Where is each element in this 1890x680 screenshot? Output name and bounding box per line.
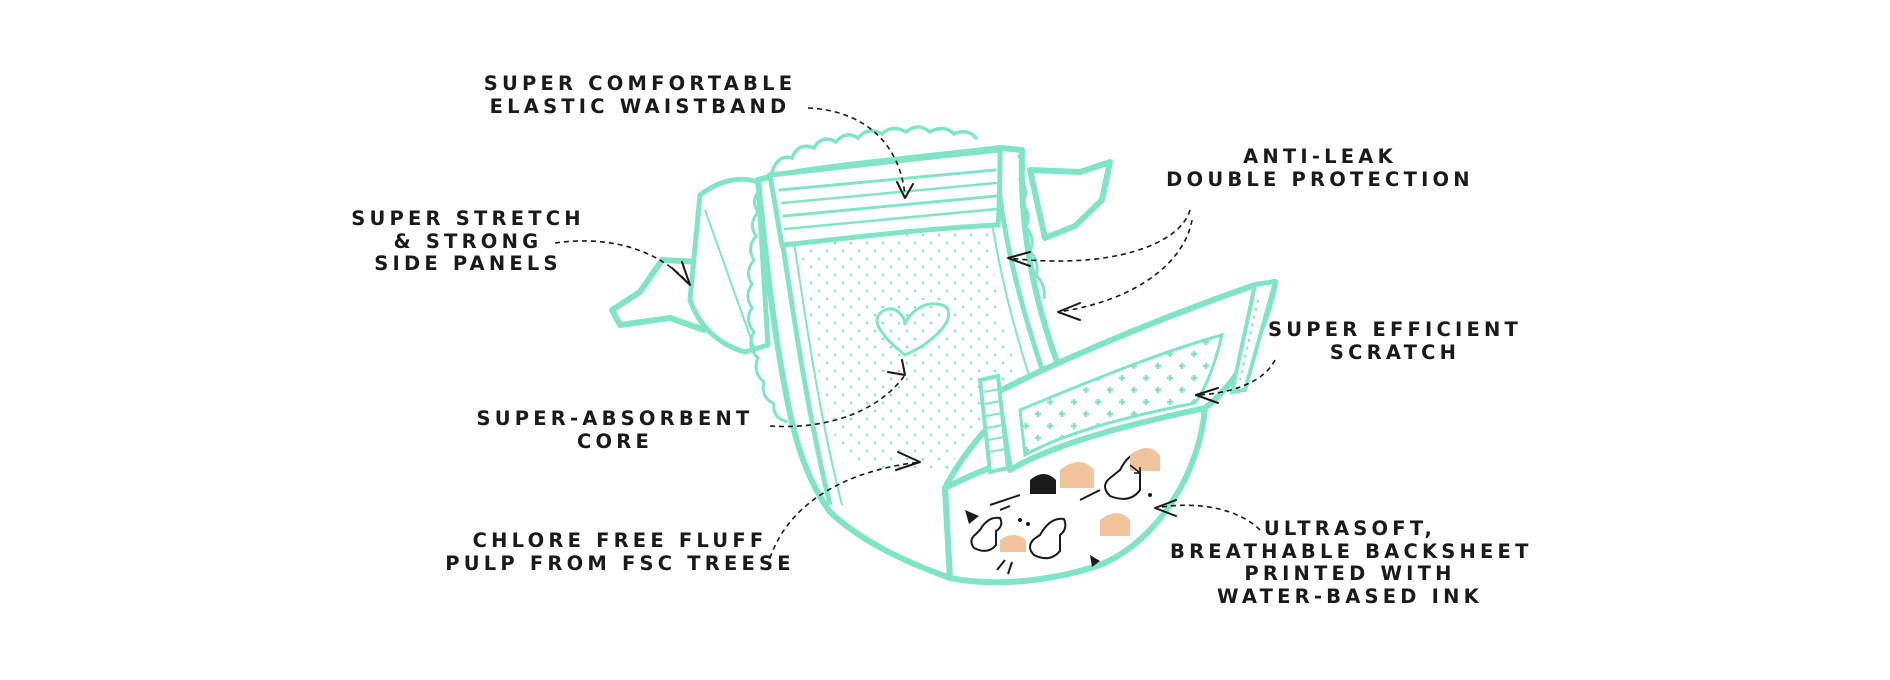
leader-core [769,374,906,428]
label-backsheet: ULTRASOFT, BREATHABLE BACKSHEET PRINTED … [1170,517,1533,608]
leader-arrowheads [671,181,1219,517]
leader-pulp [769,461,921,559]
label-pulp: CHLORE FREE FLUFF PULP FROM FSC TREESE [445,529,795,575]
leader-backsheet [1154,504,1261,531]
label-scratch: SUPER EFFICIENT SCRATCH [1267,318,1523,364]
leader-scratch [1194,359,1276,396]
leader-lines [554,107,1276,559]
label-core: SUPER-ABSORBENT CORE [476,407,754,453]
elastic-waistband [767,125,1003,248]
label-waistband: SUPER COMFORTABLE ELASTIC WAISTBAND [483,72,797,118]
llama-print [965,448,1162,575]
scratch-fastener [977,279,1278,475]
leader-side-panels [554,240,691,286]
label-anti-leak: ANTI-LEAK DOUBLE PROTECTION [1166,145,1474,191]
side-panel [687,176,771,355]
heart-icon [875,302,951,357]
label-side-panels: SUPER STRETCH & STRONG SIDE PANELS [351,207,585,275]
leader-anti-leak-2 [1057,219,1193,313]
leader-anti-leak-1 [1007,209,1191,262]
right-side-panel-tab [1027,159,1113,241]
leader-waistband [807,107,906,197]
